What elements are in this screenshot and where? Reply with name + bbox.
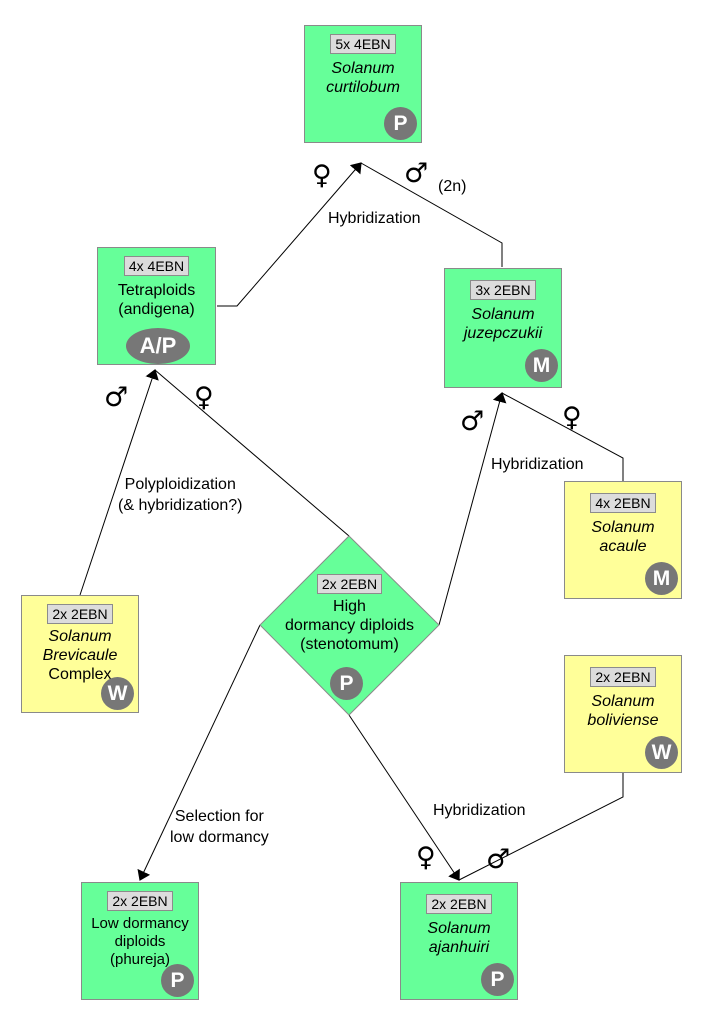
ebn-tag: 2x 2EBN xyxy=(316,574,383,594)
node-stenotomum: 2x 2EBN High dormancy diploids (stenotom… xyxy=(260,536,439,715)
male-symbol-icon: ♂ xyxy=(486,844,511,875)
ebn-tag: 3x 2EBN xyxy=(470,280,536,300)
status-badge: M xyxy=(645,562,678,595)
ebn-tag: 5x 4EBN xyxy=(330,34,396,54)
species-name: Solanum Brevicaule Complex xyxy=(42,628,118,683)
node-phureja: 2x 2EBN Low dormancy diploids (phureja) … xyxy=(81,882,199,1000)
female-symbol-icon: ♀ xyxy=(562,402,582,433)
group-name: High dormancy diploids (stenotomum) xyxy=(285,598,414,653)
node-stenotomum-diamond xyxy=(259,535,440,716)
edge-stenotomum-to-tetraploids xyxy=(154,369,350,537)
status-badge: W xyxy=(645,736,678,769)
male-symbol-icon: ♂ xyxy=(404,158,429,189)
label-hybridization-top: Hybridization xyxy=(328,210,421,227)
ebn-tag: 2x 2EBN xyxy=(590,667,656,687)
edge-boliviense-to-ajanhuiri xyxy=(458,773,624,881)
edge-stenotomum-to-phureja xyxy=(137,624,261,881)
label-hybridization-bottom: Hybridization xyxy=(433,802,526,819)
status-badge: M xyxy=(525,349,558,382)
edge-stenotomum-to-ajanhuiri xyxy=(348,714,460,881)
ebn-tag: 2x 2EBN xyxy=(47,604,113,624)
female-symbol-icon: ♀ xyxy=(312,160,332,191)
ebn-tag: 4x 4EBN xyxy=(123,256,190,276)
status-badge: P xyxy=(161,964,194,997)
label-2n: (2n) xyxy=(438,178,467,195)
status-badge: P xyxy=(330,667,363,700)
edge-acaule-to-juzepczukii xyxy=(501,392,624,481)
female-symbol-icon: ♀ xyxy=(194,382,214,413)
edge-stenotomum-to-juzepczukii xyxy=(438,392,507,626)
status-badge: A/P xyxy=(126,328,190,364)
node-tetraploids: 4x 4EBN Tetraploids(andigena) A/P xyxy=(97,247,216,365)
label-hybridization-right: Hybridization xyxy=(491,456,584,473)
group-name: Low dormancy diploids (phureja) xyxy=(91,915,189,968)
edge-brevicaule-to-tetraploids xyxy=(79,369,159,596)
ebn-tag: 4x 2EBN xyxy=(590,493,656,513)
label-selection: Selection for low dormancy xyxy=(170,808,269,846)
ebn-tag: 2x 2EBN xyxy=(426,894,492,914)
male-symbol-icon: ♂ xyxy=(460,406,485,437)
edge-juzepczukii-to-curtilobum xyxy=(360,162,503,267)
node-brevicaule: 2x 2EBN Solanum Brevicaule Complex W xyxy=(21,595,139,713)
label-polyploidization: Polyploidization (& hybridization?) xyxy=(118,476,243,514)
male-symbol-icon: ♂ xyxy=(104,382,129,413)
ebn-tag: 2x 2EBN xyxy=(107,891,173,911)
status-badge: P xyxy=(384,107,417,140)
female-symbol-icon: ♀ xyxy=(416,842,436,873)
edge-tetraploids-to-curtilobum xyxy=(217,162,362,307)
group-name: Tetraploids(andigena) xyxy=(117,282,196,318)
status-badge: W xyxy=(101,677,134,710)
status-badge: P xyxy=(481,963,514,996)
